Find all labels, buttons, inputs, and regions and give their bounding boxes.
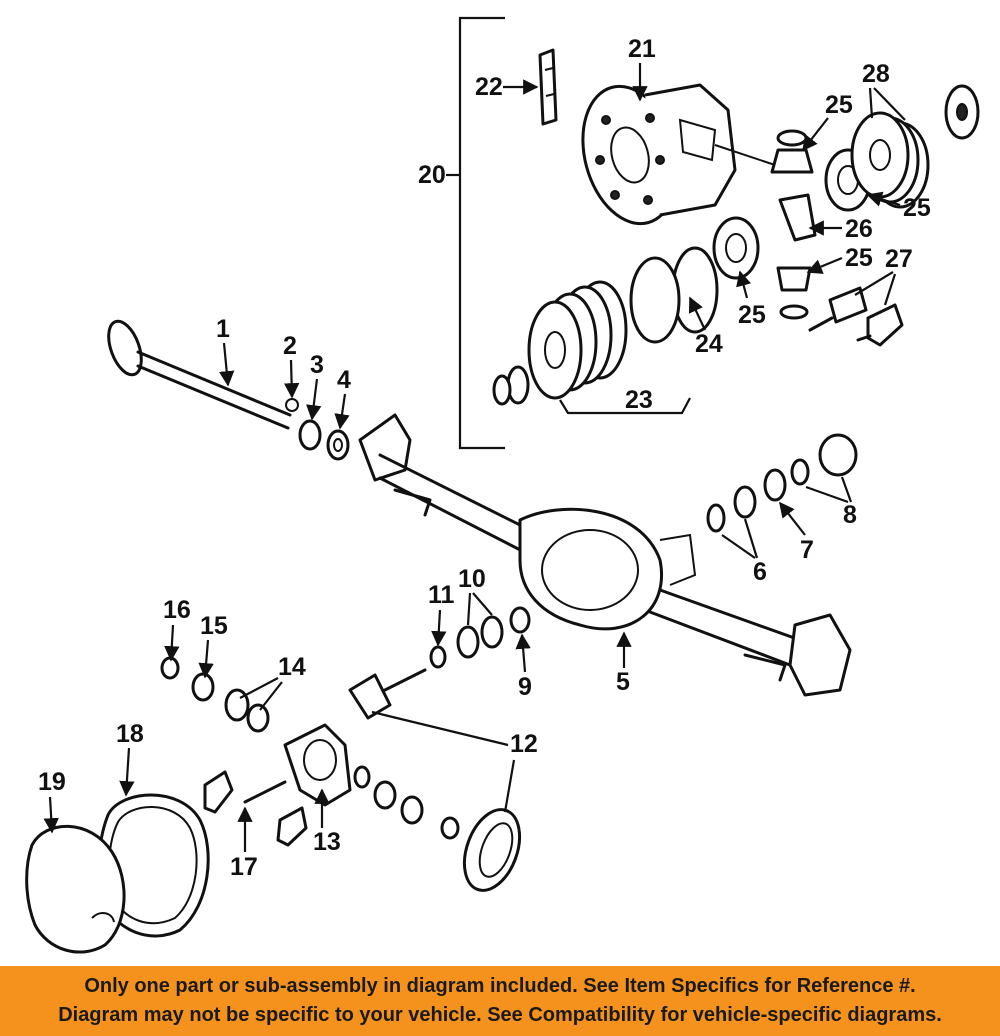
svg-text:6: 6 <box>753 558 767 586</box>
svg-text:2: 2 <box>283 332 297 360</box>
callout-22: 22 <box>475 73 539 101</box>
callout-2: 2 <box>283 332 300 399</box>
svg-text:9: 9 <box>518 673 532 701</box>
disclaimer-line-1: Only one part or sub-assembly in diagram… <box>84 975 916 997</box>
cross-pin-22 <box>538 48 558 126</box>
callout-10: 10 <box>458 565 493 626</box>
carrier-bearings-6-7-8 <box>706 433 858 533</box>
callout-26: 26 <box>808 215 873 243</box>
callout-7: 7 <box>779 501 814 564</box>
svg-text:25: 25 <box>903 194 931 222</box>
callout-20: 20 <box>418 161 446 189</box>
callout-25d: 25 <box>736 270 766 329</box>
svg-text:24: 24 <box>695 330 723 358</box>
svg-text:3: 3 <box>310 351 324 379</box>
pinion-seal-parts-14-15-16 <box>160 656 270 733</box>
callout-1: 1 <box>216 315 235 387</box>
disclaimer-banner: Only one part or sub-assembly in diagram… <box>0 966 1000 1036</box>
svg-text:11: 11 <box>428 581 455 609</box>
callout-6: 6 <box>721 518 767 586</box>
callout-17: 17 <box>230 806 258 881</box>
callout-24: 24 <box>688 296 723 358</box>
svg-text:15: 15 <box>200 612 228 640</box>
svg-text:18: 18 <box>116 720 144 748</box>
svg-text:12: 12 <box>510 730 538 758</box>
svg-text:1: 1 <box>216 315 230 343</box>
svg-text:16: 16 <box>163 596 191 624</box>
callout-8: 8 <box>805 476 857 529</box>
callout-18: 18 <box>116 720 144 797</box>
svg-text:19: 19 <box>38 768 66 796</box>
callout-16: 16 <box>163 596 191 662</box>
svg-text:10: 10 <box>458 565 486 593</box>
rear-axle-exploded-diagram: 1 2 3 4 5 6 7 8 9 10 11 <box>25 16 980 954</box>
callout-21: 21 <box>628 35 656 102</box>
callout-5: 5 <box>616 631 632 696</box>
ring-and-pinion-gear-12 <box>348 668 522 892</box>
svg-text:4: 4 <box>337 366 351 394</box>
assembly-bracket-20 <box>446 16 505 450</box>
svg-text:25: 25 <box>845 244 873 272</box>
svg-text:27: 27 <box>885 245 913 273</box>
svg-text:5: 5 <box>616 668 630 696</box>
callout-25a: 25 <box>802 91 853 152</box>
differential-carrier-13 <box>203 723 460 847</box>
differential-cover-19 <box>25 824 126 954</box>
svg-text:21: 21 <box>628 35 656 63</box>
callout-9: 9 <box>515 633 532 701</box>
disclaimer-line-2: Diagram may not be specific to your vehi… <box>58 1004 942 1026</box>
axle-housing-5 <box>358 413 852 697</box>
svg-text:26: 26 <box>845 215 873 243</box>
axle-shaft-1 <box>107 319 292 430</box>
callout-12: 12 <box>371 710 538 813</box>
svg-text:7: 7 <box>800 536 814 564</box>
svg-text:23: 23 <box>625 386 653 414</box>
callout-25c: 25 <box>806 244 873 274</box>
sensor-bolt-27 <box>808 286 904 347</box>
svg-text:20: 20 <box>418 161 446 189</box>
svg-text:13: 13 <box>313 828 341 856</box>
callout-11: 11 <box>428 581 455 647</box>
svg-text:28: 28 <box>862 60 890 88</box>
svg-text:25: 25 <box>825 91 853 119</box>
callout-13: 13 <box>313 788 341 856</box>
callout-28: 28 <box>862 60 906 121</box>
svg-text:14: 14 <box>278 653 306 681</box>
callout-15: 15 <box>198 612 228 679</box>
callout-23: 23 <box>559 386 691 415</box>
callout-3: 3 <box>306 351 324 421</box>
svg-text:8: 8 <box>843 501 857 529</box>
callout-14: 14 <box>239 653 306 711</box>
svg-text:22: 22 <box>475 73 503 101</box>
axle-bearing-parts-2-3-4 <box>285 398 350 461</box>
svg-text:17: 17 <box>230 853 258 881</box>
callout-27: 27 <box>854 245 913 306</box>
differential-gears-25-26 <box>712 129 872 320</box>
callout-4: 4 <box>334 366 351 430</box>
svg-text:25: 25 <box>738 301 766 329</box>
differential-case-21 <box>581 83 791 226</box>
clutch-packs-23-24-28 <box>492 84 980 406</box>
pinion-bearings-9-10-11 <box>429 606 531 669</box>
callout-25b: 25 <box>866 191 931 222</box>
callout-19: 19 <box>38 768 66 834</box>
